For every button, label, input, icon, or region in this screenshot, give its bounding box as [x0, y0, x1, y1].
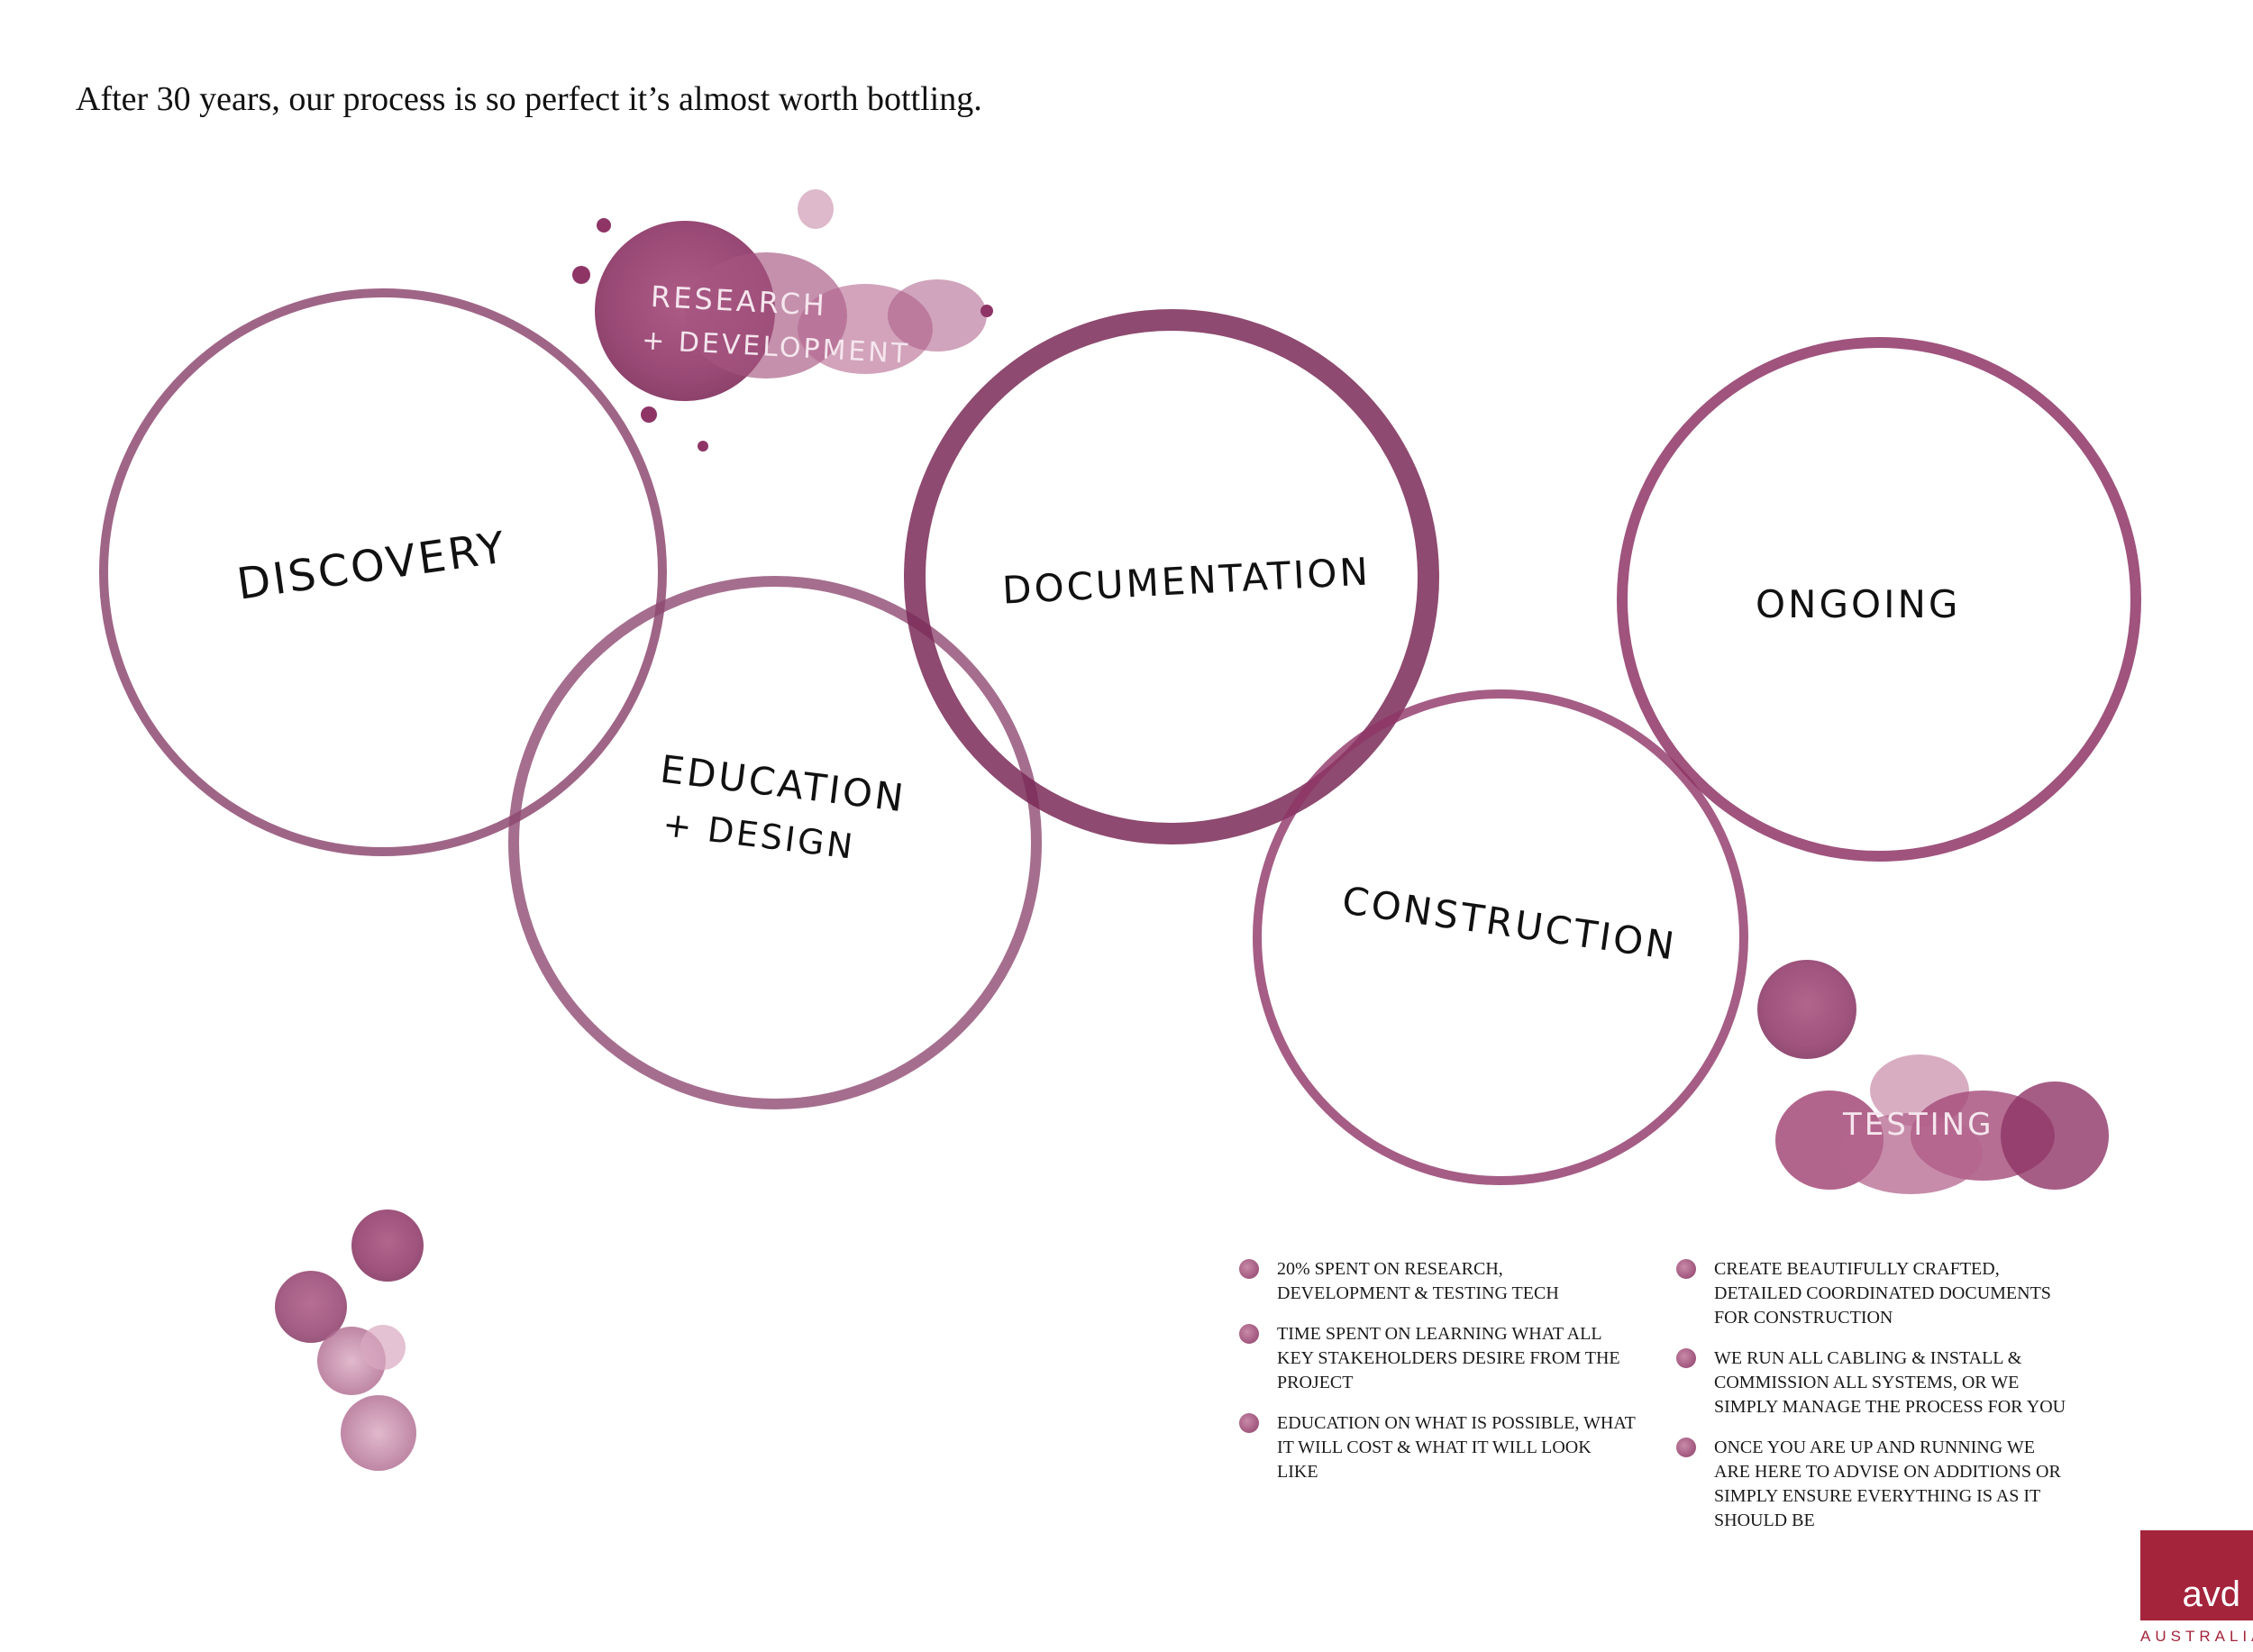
bullet-dot-icon — [1239, 1324, 1259, 1344]
bullet-dot-icon — [1676, 1348, 1696, 1368]
note-item: ONCE YOU ARE UP AND RUNNING WE ARE HERE … — [1676, 1436, 2073, 1533]
note-item: CREATE BEAUTIFULLY CRAFTED, DETAILED COO… — [1676, 1257, 2073, 1330]
avd-logo: avd — [2140, 1530, 2253, 1620]
note-item: WE RUN ALL CABLING & INSTALL & COMMISSIO… — [1676, 1346, 2073, 1419]
bullet-dot-icon — [1676, 1438, 1696, 1457]
note-item: 20% SPENT ON RESEARCH, DEVELOPMENT & TES… — [1239, 1257, 1636, 1306]
bullet-dot-icon — [1239, 1413, 1259, 1433]
notes-left: 20% SPENT ON RESEARCH, DEVELOPMENT & TES… — [1239, 1257, 1636, 1501]
bullet-dot-icon — [1239, 1259, 1259, 1279]
logo-text: avd — [2183, 1574, 2241, 1615]
note-item: EDUCATION ON WHAT IS POSSIBLE, WHAT IT W… — [1239, 1411, 1636, 1484]
bullet-dot-icon — [1676, 1259, 1696, 1279]
scattered-drops — [275, 1209, 424, 1471]
note-item: TIME SPENT ON LEARNING WHAT ALL KEY STAK… — [1239, 1322, 1636, 1395]
label-ongoing: ONGOING — [1756, 582, 1960, 626]
small-stain — [1757, 960, 1856, 1059]
logo-subtitle: AUSTRALIA — [2140, 1628, 2253, 1646]
notes-right: CREATE BEAUTIFULLY CRAFTED, DETAILED COO… — [1676, 1257, 2073, 1549]
label-testing: TESTING — [1843, 1107, 1993, 1143]
